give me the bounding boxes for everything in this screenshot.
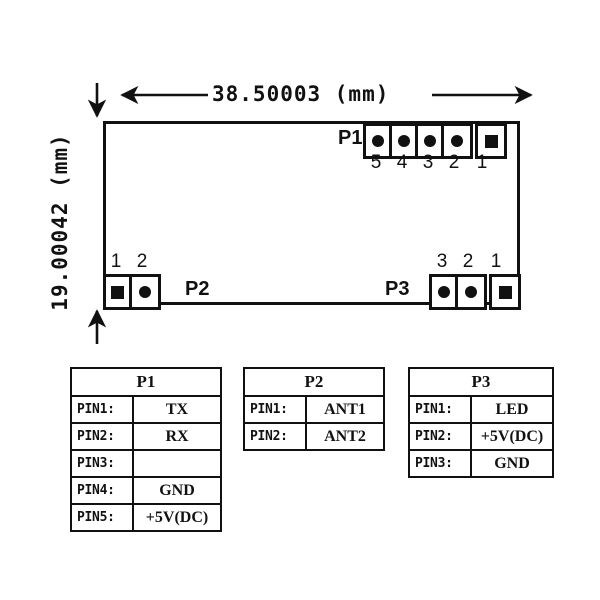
table-header-row: P3: [408, 367, 554, 397]
table-row: PIN5: +5V(DC): [70, 503, 222, 532]
pad-p3-pin3[interactable]: [432, 277, 458, 307]
table-row: PIN3:: [70, 449, 222, 478]
pad-p1-pin3[interactable]: [418, 126, 444, 156]
pinout-table-p2: P2 PIN1: ANT1 PIN2: ANT2: [243, 367, 385, 451]
square-pad-icon: [111, 285, 124, 299]
round-pad-icon: [451, 135, 463, 147]
connector-p1[interactable]: [363, 123, 507, 159]
pad-p3-pin1[interactable]: [492, 277, 518, 307]
pin-value: +5V(DC): [470, 422, 554, 451]
table-row: PIN3: GND: [408, 449, 554, 478]
pin-numbers-p3: 3 2 1: [429, 251, 509, 273]
pin-value: RX: [132, 422, 222, 451]
pin-number: 4: [396, 152, 408, 173]
width-dimension-label: 38.50003 (mm): [212, 82, 390, 106]
pin-number: 3: [436, 251, 448, 272]
pin-key: PIN2:: [408, 422, 472, 451]
connector-p2[interactable]: [103, 274, 161, 310]
pin-key: PIN4:: [70, 476, 134, 505]
height-dimension-label: 19.00042 (mm): [48, 133, 72, 311]
round-pad-icon: [465, 286, 477, 298]
pin-value: TX: [132, 395, 222, 424]
round-pad-icon: [139, 286, 151, 298]
table-title: P2: [243, 367, 385, 397]
pin-number: 5: [370, 152, 382, 173]
table-row: PIN1: TX: [70, 395, 222, 424]
pin-value: ANT2: [305, 422, 385, 451]
table-title: P1: [70, 367, 222, 397]
connector-p3[interactable]: [429, 274, 521, 310]
pinout-table-p3: P3 PIN1: LED PIN2: +5V(DC) PIN3: GND: [408, 367, 554, 478]
pad-p2-pin1[interactable]: [106, 277, 132, 307]
table-row: PIN2: +5V(DC): [408, 422, 554, 451]
pin-key: PIN2:: [243, 422, 307, 451]
connector-p1-pads-2-5: [363, 123, 473, 159]
pin-value: GND: [470, 449, 554, 478]
pin-number: 2: [462, 251, 474, 272]
connector-p3-pad-1: [489, 274, 521, 310]
pin-key: PIN5:: [70, 503, 134, 532]
pin-value: GND: [132, 476, 222, 505]
pad-p2-pin2[interactable]: [132, 277, 158, 307]
pad-p1-pin1[interactable]: [478, 126, 504, 156]
connector-label-p2: P2: [185, 278, 210, 300]
pin-numbers-p1: 5 4 3 2 1: [363, 152, 495, 174]
table-row: PIN1: ANT1: [243, 395, 385, 424]
table-title: P3: [408, 367, 554, 397]
pin-value: LED: [470, 395, 554, 424]
table-header-row: P2: [243, 367, 385, 397]
table-row: PIN2: RX: [70, 422, 222, 451]
round-pad-icon: [397, 135, 410, 147]
pin-number: 3: [422, 152, 434, 173]
pin-key: PIN3:: [408, 449, 472, 478]
connector-p2-pads: [103, 274, 161, 310]
pin-key: PIN1:: [243, 395, 307, 424]
pin-key: PIN1:: [408, 395, 472, 424]
connector-p1-pad-1: [475, 123, 507, 159]
pin-value: [132, 449, 222, 478]
pin-number: 1: [476, 152, 488, 173]
pin-key: PIN2:: [70, 422, 134, 451]
square-pad-icon: [498, 285, 512, 299]
table-row: PIN2: ANT2: [243, 422, 385, 451]
pin-number: 1: [490, 251, 502, 272]
pad-p1-pin5[interactable]: [366, 126, 392, 156]
table-row: PIN4: GND: [70, 476, 222, 505]
pad-p1-pin2[interactable]: [444, 126, 470, 156]
pin-number: 2: [448, 152, 460, 173]
round-pad-icon: [371, 135, 384, 147]
pin-value: ANT1: [305, 395, 385, 424]
pad-p1-pin4[interactable]: [392, 126, 418, 156]
pin-number: 1: [110, 251, 122, 272]
round-pad-icon: [423, 135, 436, 147]
table-header-row: P1: [70, 367, 222, 397]
connector-label-p1: P1: [338, 127, 363, 149]
pin-key: PIN1:: [70, 395, 134, 424]
table-row: PIN1: LED: [408, 395, 554, 424]
pin-numbers-p2: 1 2: [103, 251, 155, 273]
pad-p3-pin2[interactable]: [458, 277, 484, 307]
connector-label-p3: P3: [385, 278, 410, 300]
connector-p3-pads-2-3: [429, 274, 487, 310]
pin-value: +5V(DC): [132, 503, 222, 532]
pinout-table-p1: P1 PIN1: TX PIN2: RX PIN3: PIN4: GND PIN…: [70, 367, 222, 532]
square-pad-icon: [484, 134, 498, 148]
round-pad-icon: [437, 286, 450, 298]
pin-number: 2: [136, 251, 148, 272]
pin-key: PIN3:: [70, 449, 134, 478]
